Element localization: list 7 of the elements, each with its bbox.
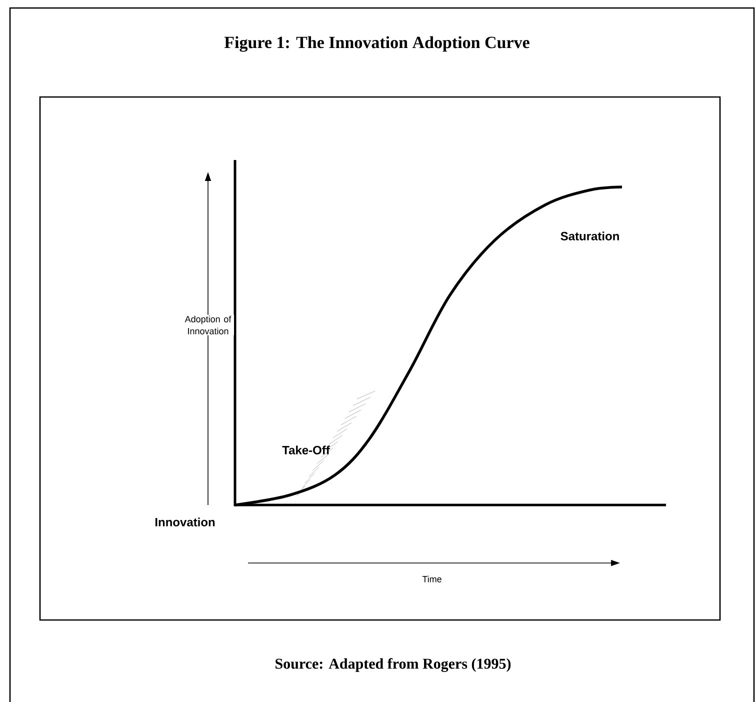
curve-label: Take-Off (282, 446, 330, 454)
axis-label: Time (422, 576, 442, 582)
caption: Source: Adapted from Rogers (1995) (276, 658, 511, 672)
axis-label: Adoption of Innovation (182, 314, 234, 336)
curve-label: Saturation (560, 232, 619, 240)
title: Figure 1: The Innovation Adoption Curve (224, 36, 530, 52)
axis-label: Innovation (155, 518, 215, 526)
